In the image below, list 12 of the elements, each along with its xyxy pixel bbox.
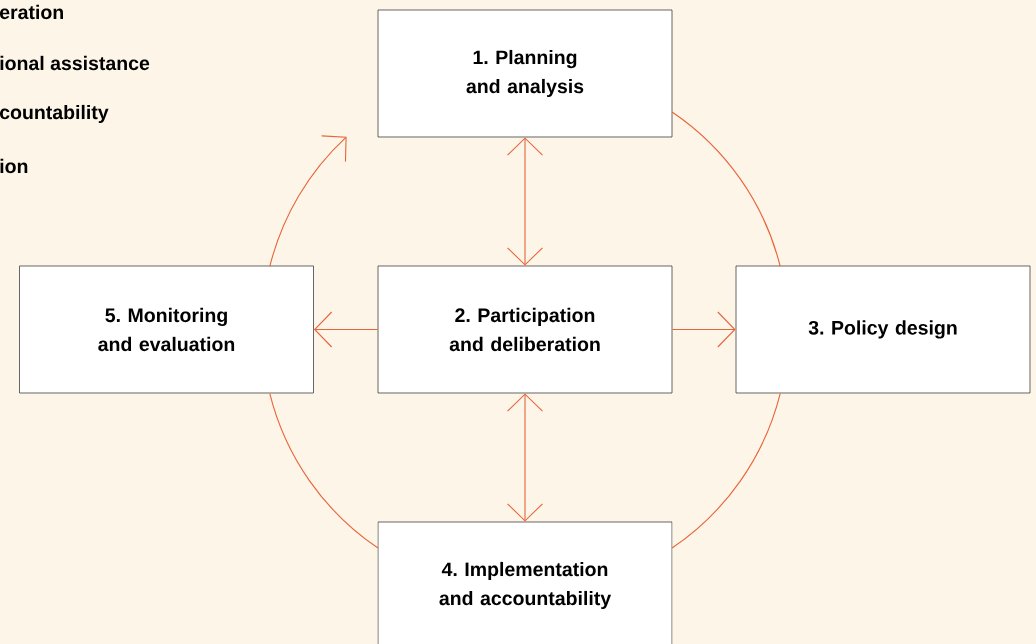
- list-item: countability: [0, 104, 109, 124]
- arrow: [506, 393, 544, 522]
- list-item: ion: [0, 158, 28, 174]
- process-box: 1. Planning and analysis: [377, 9, 673, 138]
- process-box: 3. Policy design: [735, 265, 1031, 394]
- list-item: ional assistance: [0, 55, 150, 71]
- process-box: 2. Participation and deliberation: [377, 265, 673, 394]
- process-box: 5. Monitoring and evaluation: [19, 265, 314, 394]
- arrow: [506, 137, 544, 266]
- process-box: 4. Implementation and accountability: [377, 521, 673, 644]
- arrow: [269, 135, 347, 267]
- list-item: eration: [0, 4, 63, 20]
